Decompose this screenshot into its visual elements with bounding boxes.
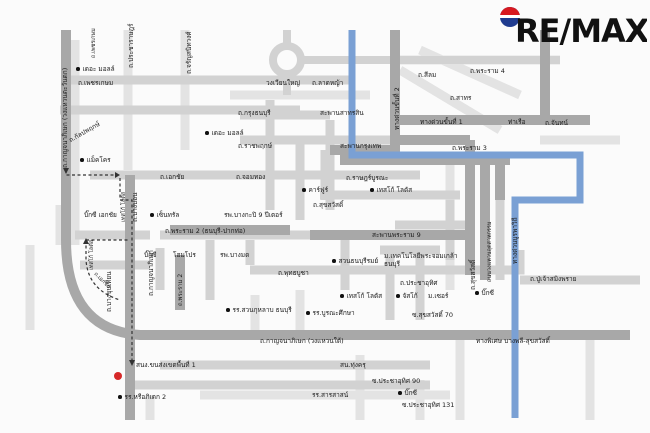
poi-makro: แม็คโคร xyxy=(80,157,111,164)
roundabout xyxy=(269,42,305,78)
remax-logo: RE/MAX xyxy=(497,4,650,50)
road-kanchanaphisek-v: ถ.กาญจนาภิเษก xyxy=(147,250,155,296)
poi-wat-school: รร.หรือภิเดก 2 xyxy=(118,394,167,401)
remax-logo-mark: RE/MAX xyxy=(500,7,650,50)
road-suksawat: ถ.สุขสวัสดิ์ xyxy=(313,201,344,209)
road-pracha-uthit-131: ซ.ประชาอุทิศ 131 xyxy=(402,401,455,409)
place-taksin-bridge: สะพานสาทรสิน xyxy=(320,109,364,117)
road-chan: ถ.จันทน์ xyxy=(545,119,568,127)
road-chomthong: ถ.จอมทอง xyxy=(236,173,266,181)
poi-big-c-2: บิ๊กซี xyxy=(475,290,494,297)
road-phet-kasem: ถ.เพชรเกษม xyxy=(91,28,97,58)
place-krungthep-bridge: สะพานกรุงเทพ xyxy=(340,142,382,150)
poi-suanthon: สวนธนบุรีรมย์ xyxy=(332,258,379,265)
poi-home-pro: โฮมโปร xyxy=(173,251,196,259)
poi-big-c-ekachai: บิ๊กซี เอกชัย xyxy=(84,211,117,219)
road-rama-2-soi: ถ.พระราม 2 xyxy=(177,273,184,306)
road-phutthabucha: ถ.พุทธบูชา xyxy=(278,269,309,277)
poi-makro-2: ม.เซอร์ xyxy=(428,292,449,300)
road-rama-2: ถ.พระราม 2 (ธนบุรี-ปากท่อ) xyxy=(165,227,246,235)
road-rat-burana: ถ.ราษฎร์บูรณะ xyxy=(346,174,389,182)
expressways xyxy=(348,30,584,418)
road-sathorn: ถ.สาทร xyxy=(450,94,472,102)
poi-kmutt: ม.เทคโนโลยีพระจอมเกล้าธนบุรี xyxy=(384,252,458,268)
poi-the-mall-2: เดอะ มอลล์ xyxy=(205,130,244,137)
road-pracharaj: ถ.ประชาราษฎร์ xyxy=(127,23,135,68)
poi-tesco-lotus-1: เทสโก้ โลตัส xyxy=(370,187,413,194)
road-krung-thonburi: ถ.กรุงธนบุรี xyxy=(238,109,271,117)
road-industrial-ring: ถนนวงแหวนอุตสาหกรรม xyxy=(487,221,493,282)
poi-big-c-1: บิ๊กซี xyxy=(144,251,157,259)
place-rama-9-bridge: สะพานพระราม 9 xyxy=(372,231,421,239)
poi-jusco: จัสโก้ xyxy=(396,293,418,300)
route-arrows xyxy=(63,168,135,366)
road-charansanitwong: ถ.จรัญสนิทวงศ์ xyxy=(185,31,193,75)
poi-tesco-lotus-2: เทสโก้ โลตัส xyxy=(89,239,95,270)
poi-carrefour: คาร์ฟูร์ xyxy=(302,187,329,194)
road-pracha-uthit-90: ซ.ประชาอุทิศ 90 xyxy=(372,377,421,385)
road-rama-4: ถ.พระราม 4 xyxy=(470,67,505,75)
poi-the-mall-1: เดอะ มอลล์ xyxy=(76,66,115,73)
road-rama-3: ถ.พระราม 3 xyxy=(452,144,487,152)
road-bangbon: ถ.บางบอน xyxy=(131,192,139,222)
road-expressway-1: ทางด่วนขั้นที่ 1 xyxy=(420,118,463,126)
place-tha-rua: ท่าเรือ xyxy=(508,118,526,126)
poi-tesco-small: เทสโก้ โลตัส xyxy=(121,191,127,222)
road-silom: ถ.สีลม xyxy=(418,71,437,79)
road-bang-khun-thian-exp: ทางพิเศษ บางพลี-สุขสวัสดิ์ xyxy=(476,337,550,345)
road-burapha-withi-exp: ทางด่วนบูรพาวิถี xyxy=(511,217,519,264)
poi-central: เซ็นทรัล xyxy=(150,212,180,219)
road-suksawat-70: ซ.สุขสวัสดิ์ 70 xyxy=(412,311,454,319)
poi-tesco-lotus-3: เทสโก้ โลตัส xyxy=(340,293,383,300)
poi-sarasas: รร.สารสาสน์ xyxy=(312,391,349,399)
main-roads xyxy=(61,30,630,420)
road-pracha-uthit: ถ.ประชาอุทิศ xyxy=(400,279,438,287)
poi-thung-khru-police: สน.ทุ่งครุ xyxy=(340,361,366,369)
road-expressway-2: ทางด่วนขั้นที่ 2 xyxy=(393,87,401,130)
secondary-roads xyxy=(60,75,640,390)
road-petchkasem: ถ.เพชรเกษม xyxy=(78,79,114,87)
poi-big-c-3: บิ๊กซี xyxy=(398,390,417,397)
road-suksawat-2: ถ.สุขสวัสดิ์ xyxy=(469,259,477,290)
poi-transport-office: สนง.ขนส่งเขตพื้นที่ 1 xyxy=(136,361,196,369)
place-wongwian-yai: วงเวียนใหญ่ xyxy=(266,79,300,87)
road-ratchaphruek: ถ.ราชพฤกษ์ xyxy=(238,142,272,150)
road-kanchanaphisek-south: ถ.กาญจนาภิเษก (วงแหวนใต้) xyxy=(260,337,344,345)
location-marker-dot[interactable] xyxy=(114,372,122,380)
poi-bangkapi-hosp: รพ.บางกะปิ 9 ปีเตอร์ xyxy=(224,211,283,219)
road-lat-ya: ถ.ลาดหญ้า xyxy=(312,79,344,87)
poi-bangmot-hosp: รพ.บางมด xyxy=(220,251,250,259)
road-kanchanaphisek-west: ถ.กาญจนาภิเษก (วงแหวนตะวันตก) xyxy=(61,67,69,168)
road-ekachai: ถ.เอกชัย xyxy=(160,173,185,181)
poi-buranasuksa: รร.บูรณะศึกษา xyxy=(306,310,355,317)
road-pu-chao: ถ.ปู่เจ้าสมิงพราย xyxy=(530,275,577,283)
svg-text:RE/MAX: RE/MAX xyxy=(515,12,647,48)
poi-suanthon-school: รร.สวนกุหลาบ ธนบุรี xyxy=(226,307,292,314)
road-bang-khun-thian: ถ.บางขุนเทียน xyxy=(105,271,113,312)
